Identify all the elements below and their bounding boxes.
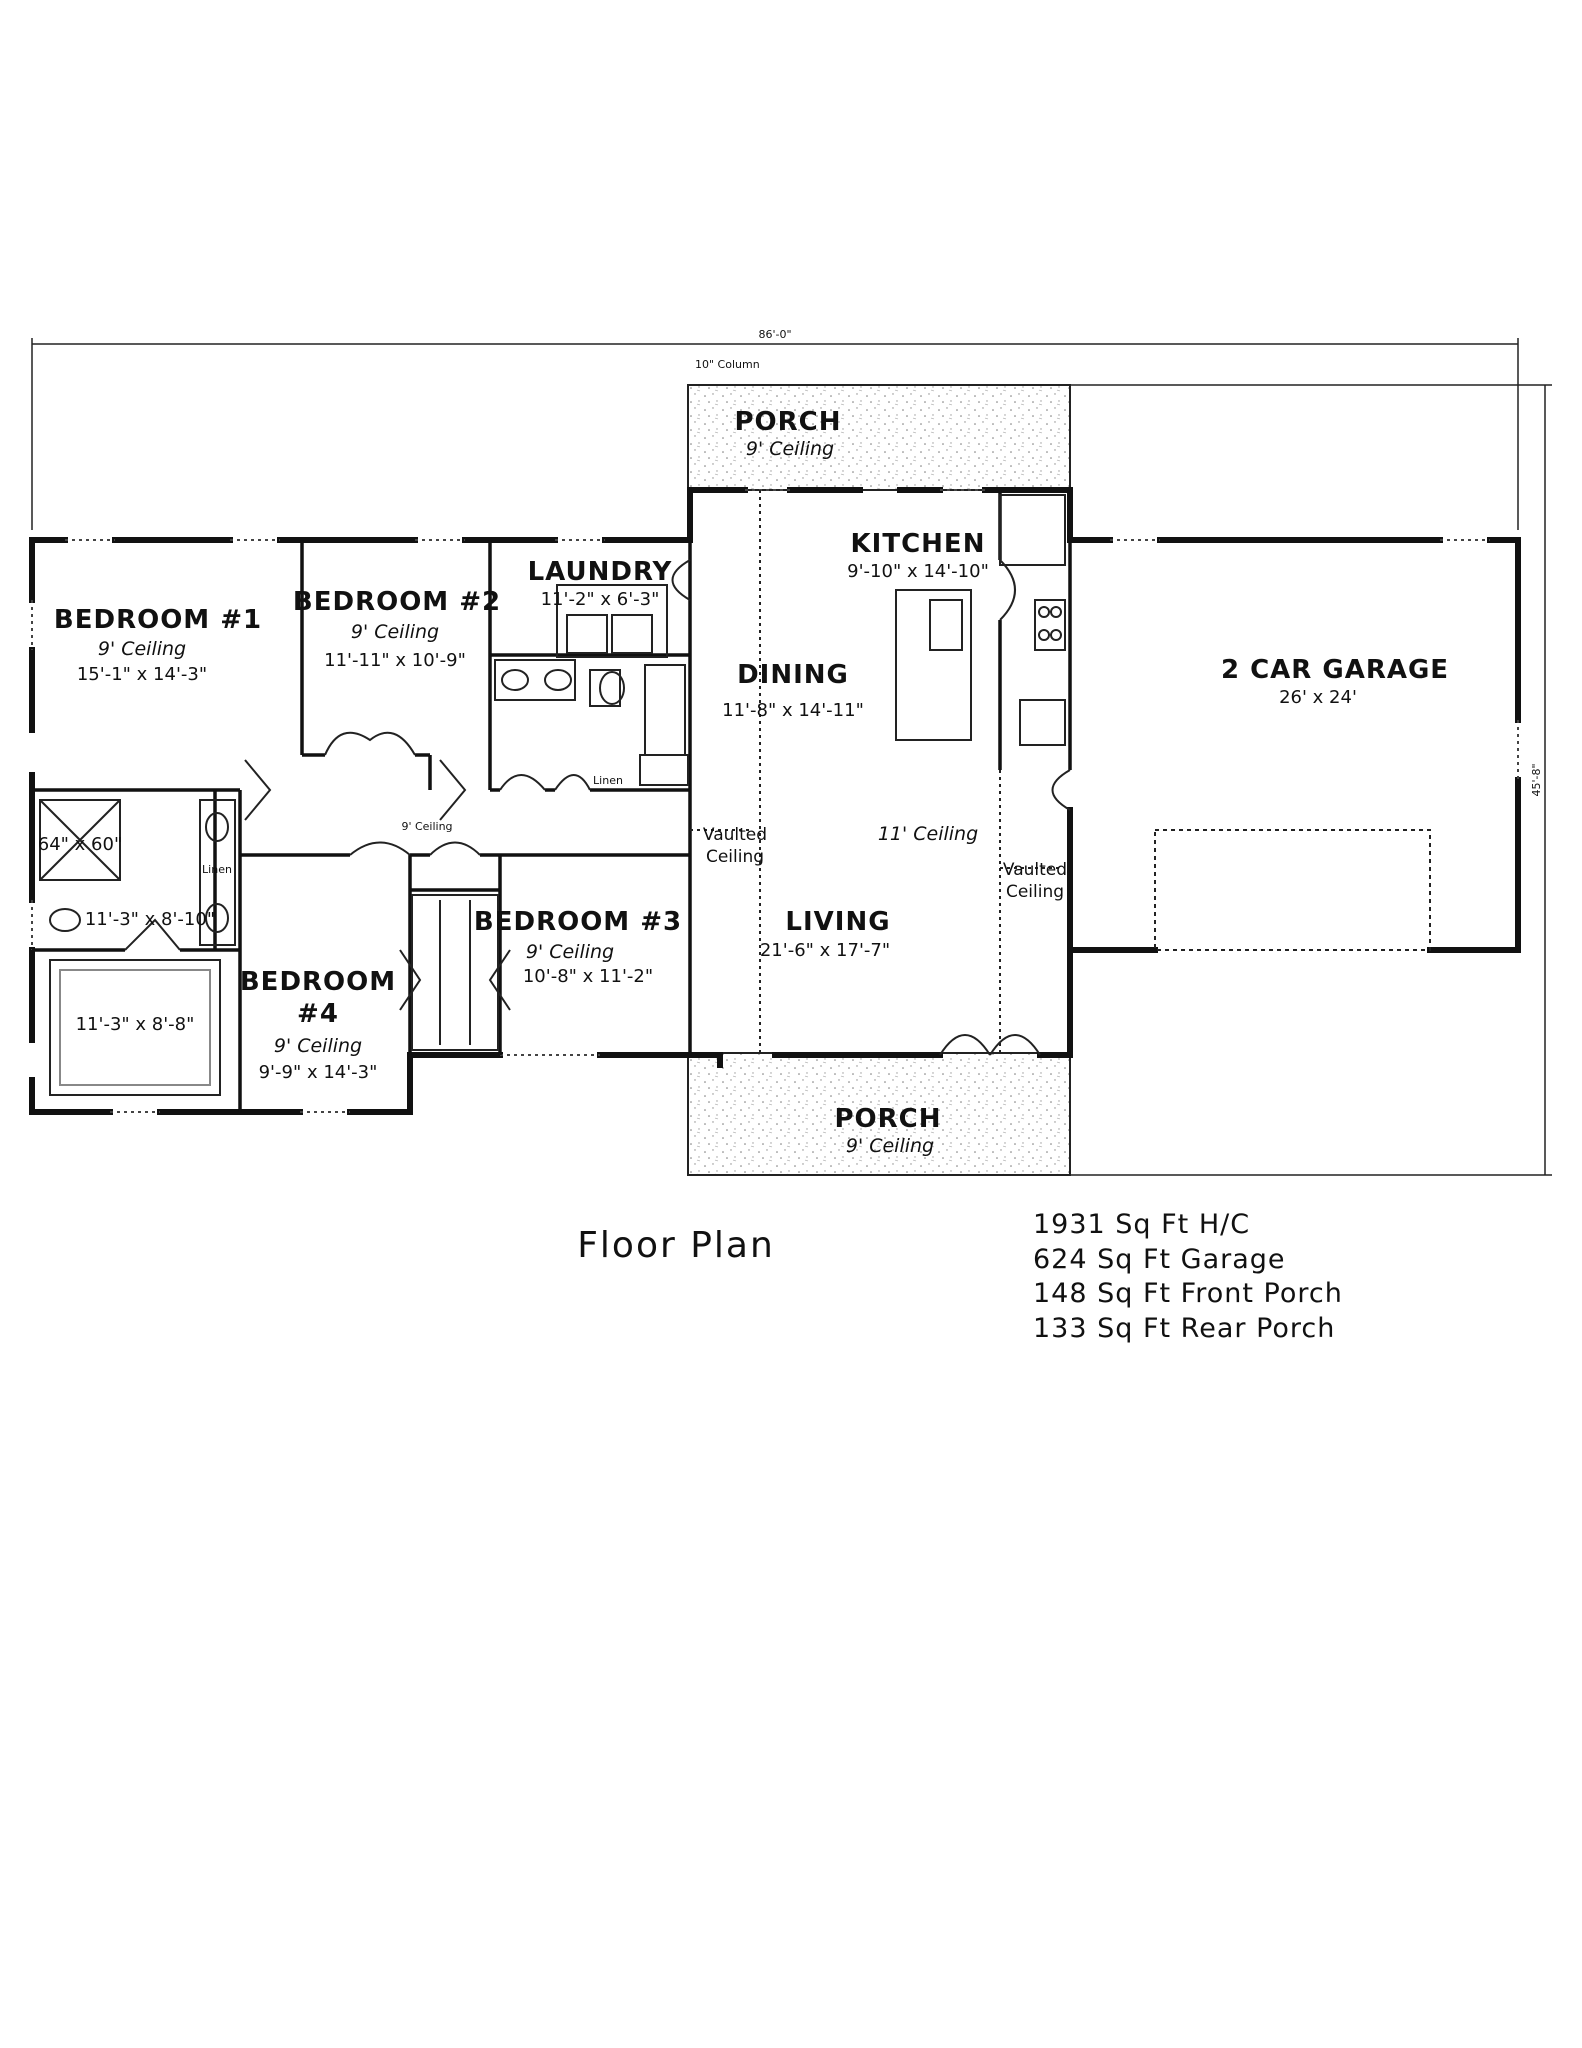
bedroom3-dims: 10'-8" x 11'-2" — [523, 966, 653, 987]
bedroom4-name: BEDROOM — [240, 967, 396, 997]
bedroom2-name: BEDROOM #2 — [293, 587, 501, 617]
dining-name: DINING — [737, 660, 849, 690]
stat-hc: 1931 Sq Ft H/C — [1033, 1209, 1250, 1240]
column-note: 10" Column — [695, 358, 760, 371]
living-dims: 21'-6" x 17'-7" — [760, 940, 890, 961]
garage-name: 2 CAR GARAGE — [1221, 655, 1449, 685]
garage-dims: 26' x 24' — [1279, 687, 1357, 708]
bedroom2-dims: 11'-11" x 10'-9" — [324, 650, 466, 671]
overall-depth-label: 45'-8" — [1530, 763, 1543, 796]
bedroom4-dims: 9'-9" x 14'-3" — [259, 1062, 378, 1083]
bedroom1-dims: 15'-1" x 14'-3" — [77, 664, 207, 685]
hall-ceiling: 9' Ceiling — [401, 820, 452, 833]
bedroom4-ceiling: 9' Ceiling — [274, 1035, 362, 1057]
room-labels: BEDROOM #1 9' Ceiling 15'-1" x 14'-3" BE… — [38, 407, 1449, 1157]
vaulted-left-line2: Ceiling — [706, 847, 764, 867]
kitchen-name: KITCHEN — [851, 529, 986, 559]
closet-dims: 11'-3" x 8'-8" — [76, 1014, 195, 1035]
rear-porch-area — [687, 384, 1071, 491]
front-porch-area — [687, 1052, 1071, 1176]
linen-label-2: Linen — [202, 863, 232, 876]
bedroom3-name: BEDROOM #3 — [474, 907, 682, 937]
bedroom2-ceiling: 9' Ceiling — [351, 621, 439, 643]
kitchen-dims: 9'-10" x 14'-10" — [847, 561, 989, 582]
shower-dims: 64" x 60" — [38, 834, 122, 855]
bedroom1-ceiling: 9' Ceiling — [98, 638, 186, 660]
stat-rear-porch: 133 Sq Ft Rear Porch — [1033, 1313, 1335, 1344]
overall-width-label: 86'-0" — [758, 328, 791, 341]
stat-front-porch: 148 Sq Ft Front Porch — [1033, 1278, 1343, 1309]
bedroom1-name: BEDROOM #1 — [54, 605, 262, 635]
door-swings — [124, 559, 1071, 1056]
laundry-name: LAUNDRY — [528, 557, 673, 587]
square-footage-stats: 1931 Sq Ft H/C 624 Sq Ft Garage 148 Sq F… — [1033, 1209, 1343, 1344]
vaulted-right-line2: Ceiling — [1006, 882, 1064, 902]
exterior-walls — [29, 487, 1521, 1115]
vaulted-left-line1: Vaulted — [703, 825, 767, 845]
master-bath-dims: 11'-3" x 8'-10" — [85, 909, 215, 930]
floor-plan-caption: Floor Plan — [577, 1225, 775, 1266]
vaulted-right-line1: Vaulted — [1003, 860, 1067, 880]
laundry-dims: 11'-2" x 6'-3" — [541, 589, 660, 610]
stat-garage: 624 Sq Ft Garage — [1033, 1244, 1286, 1275]
rear-porch-name: PORCH — [734, 407, 841, 437]
dining-dims: 11'-8" x 14'-11" — [722, 700, 864, 721]
front-porch-name: PORCH — [834, 1104, 941, 1134]
front-porch-ceiling: 9' Ceiling — [846, 1135, 934, 1157]
living-name: LIVING — [785, 907, 890, 937]
rear-porch-ceiling: 9' Ceiling — [746, 438, 834, 460]
interior-walls — [32, 490, 1072, 1112]
window-markers — [31, 489, 1519, 1113]
living-ceiling: 11' Ceiling — [878, 823, 978, 845]
dimension-lines — [31, 338, 1552, 1176]
fixtures — [39, 490, 1431, 1096]
linen-label-1: Linen — [593, 774, 623, 787]
bedroom3-ceiling: 9' Ceiling — [526, 941, 614, 963]
bedroom4-name-number: #4 — [297, 999, 339, 1029]
